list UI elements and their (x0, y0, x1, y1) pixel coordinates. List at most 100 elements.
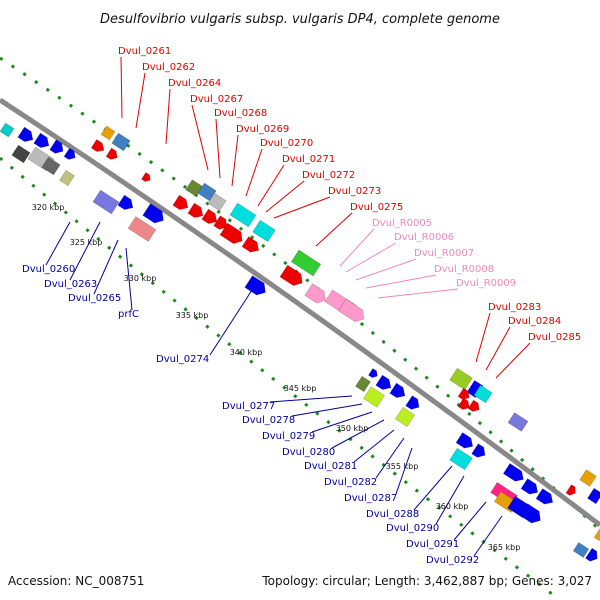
gene-glyph[interactable] (457, 397, 472, 412)
gene-glyph[interactable] (585, 547, 600, 564)
gene-glyph[interactable] (127, 216, 157, 242)
kbp-tick-label: 320 kbp (32, 203, 65, 212)
gene-label[interactable]: Dvul_0290 (386, 523, 439, 534)
gene-glyph[interactable] (111, 132, 131, 152)
gene-label[interactable]: Dvul_0262 (142, 62, 195, 73)
gene-label[interactable]: Dvul_0260 (22, 264, 75, 275)
gene-glyph[interactable] (520, 478, 541, 498)
gene-glyph[interactable] (535, 488, 556, 508)
gene-glyph[interactable] (187, 202, 206, 221)
gene-label[interactable]: Dvul_0267 (190, 94, 243, 105)
gene-glyph[interactable] (105, 147, 120, 162)
gene-glyph[interactable] (375, 374, 394, 393)
leader-line (375, 437, 405, 479)
gene-glyph[interactable] (213, 215, 231, 233)
gene-glyph[interactable] (337, 298, 367, 325)
gene-glyph[interactable] (185, 179, 203, 197)
gene-glyph[interactable] (565, 484, 578, 498)
gene-glyph[interactable] (219, 222, 246, 247)
gene-glyph[interactable] (467, 399, 482, 414)
gene-label[interactable]: Dvul_0263 (44, 279, 97, 290)
gene-label[interactable]: Dvul_0275 (350, 202, 403, 213)
gene-label[interactable]: Dvul_0261 (118, 46, 171, 57)
gene-glyph[interactable] (172, 194, 191, 213)
gene-labels[interactable]: Dvul_0261Dvul_0262Dvul_0264Dvul_0267Dvul… (22, 46, 581, 566)
gene-label[interactable]: Dvul_0292 (426, 555, 479, 566)
gene-glyph[interactable] (117, 194, 136, 213)
gene-glyph[interactable] (33, 132, 52, 151)
gene-glyph[interactable] (355, 375, 371, 393)
gene-glyph[interactable] (449, 447, 473, 471)
gene-glyph[interactable] (92, 189, 120, 215)
gene-label[interactable]: Dvul_0277 (222, 401, 275, 412)
gene-label[interactable]: Dvul_R0005 (372, 218, 432, 229)
gene-label[interactable]: Dvul_R0007 (414, 248, 474, 259)
gene-glyph[interactable] (0, 122, 15, 138)
gene-label[interactable]: Dvul_R0008 (434, 264, 494, 275)
gene-label[interactable]: Dvul_0274 (156, 354, 209, 365)
gene-label[interactable]: Dvul_0284 (508, 316, 561, 327)
gene-label[interactable]: Dvul_0283 (488, 302, 541, 313)
gene-glyph[interactable] (279, 264, 306, 289)
gene-glyph[interactable] (241, 236, 262, 256)
leader-line (291, 403, 363, 417)
gene-label[interactable]: Dvul_0291 (406, 539, 459, 550)
gene-label[interactable]: Dvul_0272 (302, 170, 355, 181)
gene-glyph[interactable] (368, 368, 379, 379)
gene-glyph[interactable] (593, 526, 600, 542)
gene-label[interactable]: Dvul_0287 (344, 493, 397, 504)
gene-glyph[interactable] (389, 382, 408, 401)
gene-label[interactable]: Dvul_0281 (304, 461, 357, 472)
gene-label[interactable]: Dvul_0273 (328, 186, 381, 197)
gene-glyph[interactable] (11, 144, 31, 164)
gene-glyph[interactable] (587, 487, 600, 505)
gene-label[interactable]: Dvul_0279 (262, 431, 315, 442)
gene-glyph[interactable] (457, 387, 472, 402)
gene-glyph[interactable] (252, 219, 276, 243)
gene-glyph[interactable] (507, 412, 529, 432)
gene-glyph[interactable] (142, 203, 167, 227)
gene-label[interactable]: Dvul_0270 (260, 138, 313, 149)
gene-glyph[interactable] (90, 139, 107, 155)
gene-glyphs[interactable] (0, 122, 600, 564)
gene-label[interactable]: Dvul_0265 (68, 293, 121, 304)
gene-label[interactable]: Dvul_0264 (168, 78, 221, 89)
gene-label[interactable]: Dvul_0269 (236, 124, 289, 135)
gene-label[interactable]: Dvul_R0009 (456, 278, 516, 289)
gene-glyph[interactable] (63, 147, 78, 162)
gene-glyph[interactable] (304, 283, 329, 307)
gene-glyph[interactable] (502, 463, 526, 485)
gene-glyph[interactable] (572, 542, 590, 558)
gene-label[interactable]: Dvul_0271 (282, 154, 335, 165)
gene-label[interactable]: Dvul_0282 (324, 477, 377, 488)
gene-glyph[interactable] (244, 275, 269, 299)
gene-glyph[interactable] (363, 386, 385, 408)
gene-label[interactable]: Dvul_0288 (366, 509, 419, 520)
gene-glyph[interactable] (449, 367, 473, 391)
gene-label[interactable]: Dvul_0278 (242, 415, 295, 426)
gene-glyph[interactable] (455, 432, 476, 452)
gene-glyph[interactable] (59, 169, 75, 187)
gene-glyph[interactable] (394, 406, 416, 428)
gene-glyph[interactable] (49, 139, 67, 157)
gene-glyph[interactable] (579, 469, 597, 487)
gene-glyph[interactable] (100, 125, 116, 141)
gene-glyph[interactable] (41, 156, 61, 176)
gene-label[interactable]: Dvul_0285 (528, 332, 581, 343)
leader-line (215, 118, 221, 179)
gene-glyph[interactable] (141, 172, 152, 183)
gene-glyph[interactable] (207, 192, 227, 212)
gene-label[interactable]: Dvul_0280 (282, 447, 335, 458)
gene-label[interactable]: Dvul_R0006 (394, 232, 454, 243)
gene-glyph[interactable] (201, 208, 220, 227)
gene-glyph[interactable] (290, 249, 322, 277)
gene-glyph[interactable] (471, 443, 489, 461)
gene-glyph[interactable] (17, 126, 36, 145)
gene-label[interactable]: prfC (118, 309, 139, 320)
gene-label[interactable]: Dvul_0268 (214, 108, 267, 119)
gene-glyph[interactable] (229, 202, 257, 228)
gene-glyph[interactable] (405, 395, 423, 413)
gene-glyph[interactable] (519, 503, 544, 527)
gene-glyph[interactable] (473, 384, 493, 404)
